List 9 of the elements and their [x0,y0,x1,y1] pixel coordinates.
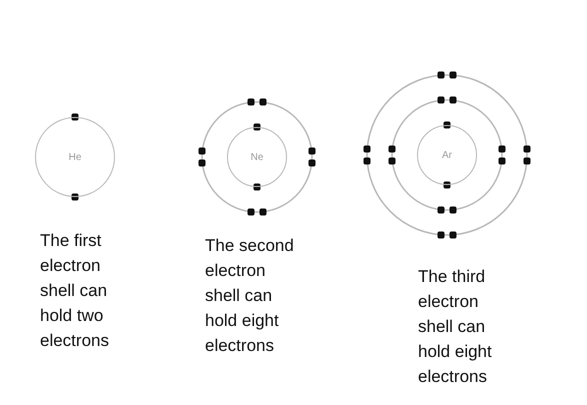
atom-core-circle [227,127,287,187]
atom-core-circle [35,117,115,197]
caption-text: The third electron shell can hold eight electrons [418,266,493,388]
caption-text: The second electron shell can hold eight electrons [205,235,295,357]
caption-text: The first electron shell can hold two electrons [40,230,110,352]
element-symbol: He [68,152,82,162]
element-symbol: Ar [442,150,452,160]
element-symbol: Ne [250,152,264,162]
atom-core-circle [417,125,477,185]
